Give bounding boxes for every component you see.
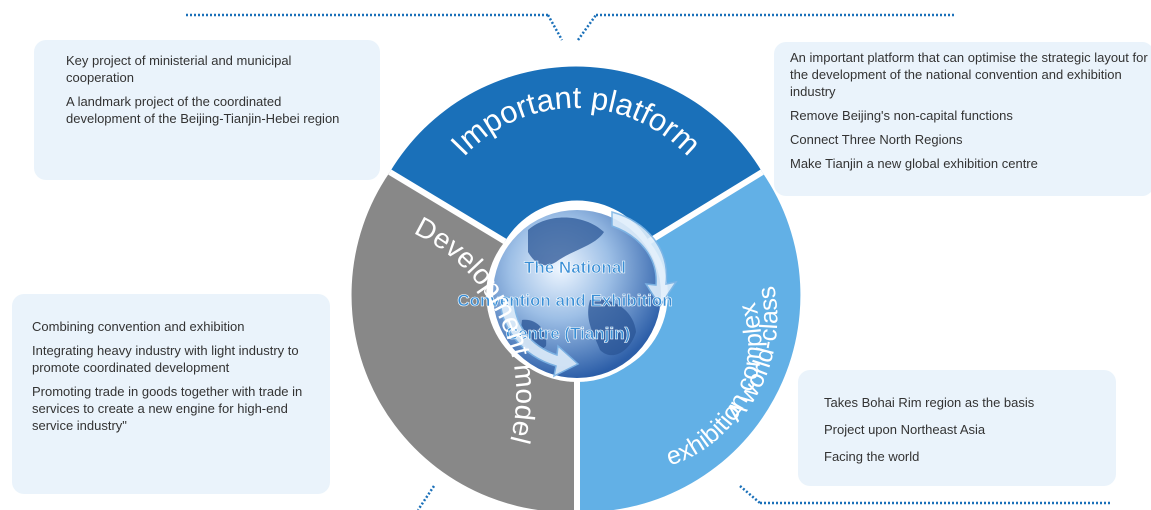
info-box-top-left: Key project of ministerial and municipal… [34,40,380,180]
info-item: Key project of ministerial and municipal… [66,53,292,85]
info-item: Connect Three North Regions [790,132,963,147]
segment-world-class-complex [577,172,801,510]
connector-lines [186,13,1110,510]
info-box-bottom-right: Takes Bohai Rim region as the basis Proj… [798,370,1116,486]
connector-top-right-diag [576,14,598,41]
segment-separators [388,169,764,510]
info-item: Facing the world [824,449,920,464]
connector-bottom-left [416,485,436,510]
connector-top-left-diag [546,14,564,41]
info-item: Combining convention and exhibition [32,319,245,334]
info-item: Remove Beijing's non-capital functions [790,108,1013,123]
center-label-line-2: Convention and Exhibition [457,291,672,310]
info-item: A landmark project of the coordinated de… [66,94,340,126]
center-label-line-3: Centre (Tianjin) [506,324,630,343]
segment-development-model [351,172,577,510]
center-label-line-1: The National [524,258,626,277]
info-item: Takes Bohai Rim region as the basis [824,395,1035,410]
info-item: Make Tianjin a new global exhibition cen… [790,156,1038,171]
connector-bottom-right-diag [739,485,761,504]
info-box-bottom-left: Combining convention and exhibition Inte… [12,294,330,494]
info-box-top-right: An important platform that can optimise … [774,42,1151,196]
info-item: Promoting trade in goods together with t… [32,384,303,433]
info-item: Integrating heavy industry with light in… [32,343,299,375]
center-label: The National Convention and Exhibition C… [457,258,673,344]
recycle-arrows-icon [499,211,678,378]
info-item: An important platform that can optimise … [790,50,1148,99]
info-item: Project upon Northeast Asia [824,422,986,437]
segment-important-platform [389,66,763,242]
